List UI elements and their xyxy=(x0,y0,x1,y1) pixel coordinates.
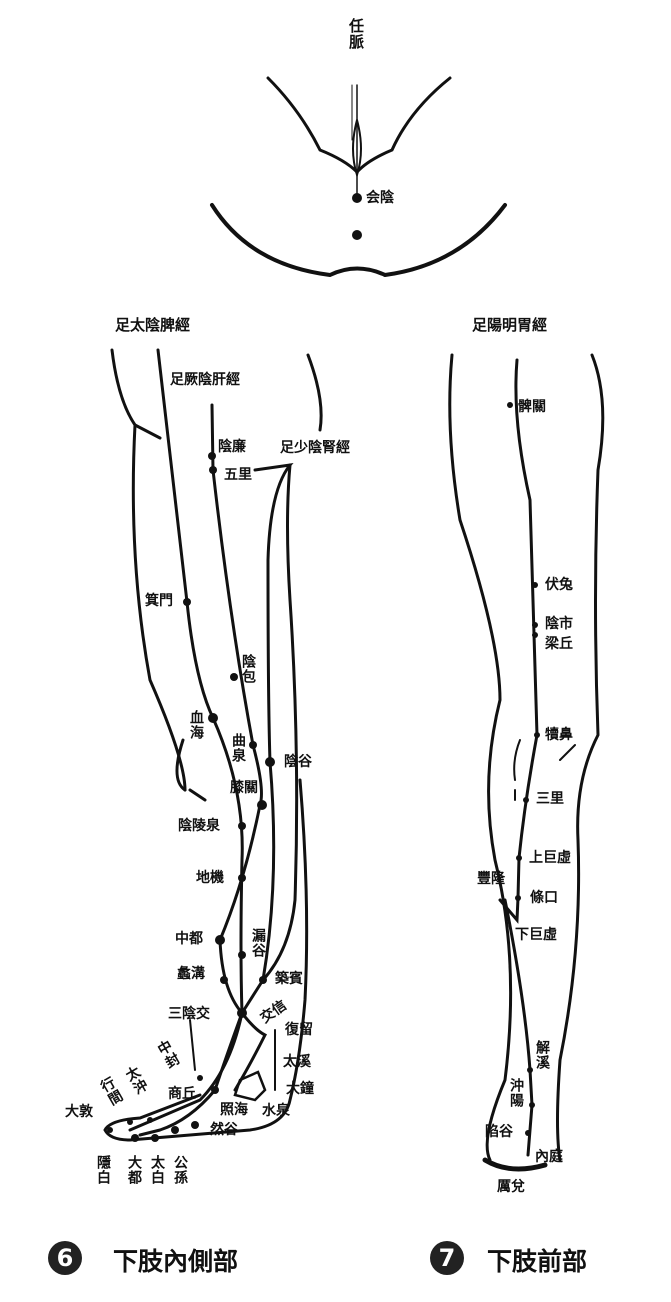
point-label: 太溪 xyxy=(283,1054,311,1070)
point-label: 地機 xyxy=(196,870,224,886)
point-label: 條口 xyxy=(530,890,558,906)
inner-leg-point-dots xyxy=(107,452,275,1142)
point-label: 大都 xyxy=(126,1155,142,1185)
point-label: 中都 xyxy=(175,931,203,947)
point-label: 商丘 xyxy=(168,1086,196,1102)
point-label: 膝關 xyxy=(230,780,258,796)
point-label: 伏兔 xyxy=(545,577,573,593)
point-label: 陰市 xyxy=(545,616,573,632)
point-label: 陰陵泉 xyxy=(178,818,220,834)
spleen-meridian xyxy=(138,348,244,1137)
point-label: 三陰交 xyxy=(168,1006,210,1022)
point-label: 沖陽 xyxy=(508,1078,524,1108)
point-label: 髀關 xyxy=(518,399,546,415)
meridian-label-liver: 足厥陰肝經 xyxy=(170,372,240,388)
point-label: 水泉 xyxy=(262,1103,290,1119)
figure-number: 6 xyxy=(48,1241,82,1275)
point-label: 五里 xyxy=(224,467,252,483)
meridian-label-kidney: 足少陰腎經 xyxy=(280,440,350,456)
right-leg-inner xyxy=(556,353,605,1162)
figure-caption: 下肢前部 xyxy=(487,1247,588,1276)
point-label: 陰谷 xyxy=(284,754,312,770)
point-label: 陰包 xyxy=(240,654,256,684)
point-label: 厲兌 xyxy=(497,1179,525,1195)
point-label: 三里 xyxy=(536,791,564,807)
point-label: 復留 xyxy=(285,1022,313,1038)
point-label: 大敦 xyxy=(65,1104,93,1120)
point-label: 犢鼻 xyxy=(545,727,573,743)
kidney-meridian xyxy=(233,462,294,1092)
point-label: 箕門 xyxy=(145,593,173,609)
point-label: 然谷 xyxy=(210,1122,238,1138)
stomach-meridian xyxy=(498,358,539,924)
point-label: 築賓 xyxy=(275,971,303,987)
front-leg-point-dots xyxy=(507,402,540,1136)
meridian-label-spleen: 足太陰脾經 xyxy=(115,316,191,334)
point-label: 血海 xyxy=(188,710,204,740)
point-label: 会陰 xyxy=(366,190,394,206)
point-label: 陷谷 xyxy=(485,1124,513,1140)
left-leg-outer xyxy=(110,348,187,792)
point-huiyin xyxy=(352,193,362,203)
point-label: 曲泉 xyxy=(230,733,246,763)
pelvis-lower xyxy=(210,203,507,278)
point-label: 陰廉 xyxy=(218,439,246,455)
point-label: 蠡溝 xyxy=(177,966,205,982)
point-label: 漏谷 xyxy=(250,928,266,958)
meridian-label-stomach: 足陽明胃經 xyxy=(472,316,548,334)
liver-meridian xyxy=(128,403,263,1132)
point-label: 解溪 xyxy=(534,1040,550,1070)
point-label: 大鐘 xyxy=(286,1081,314,1097)
point-label: 太白 xyxy=(149,1155,165,1185)
point-label: 照海 xyxy=(220,1102,248,1118)
point-label: 內庭 xyxy=(535,1149,563,1165)
point-label: 梁丘 xyxy=(545,636,573,652)
figure-number: 7 xyxy=(430,1241,464,1275)
point-label: 隱白 xyxy=(95,1155,111,1185)
point-label: 公孫 xyxy=(172,1155,188,1185)
point-label: 下巨虛 xyxy=(515,927,557,943)
right-leg-outer xyxy=(448,353,513,1162)
point-label: 上巨虛 xyxy=(529,850,571,866)
figure-caption: 下肢內側部 xyxy=(113,1247,239,1276)
meridian-label-ren: 任脈 xyxy=(347,18,365,50)
point-label: 豐隆 xyxy=(477,871,505,887)
